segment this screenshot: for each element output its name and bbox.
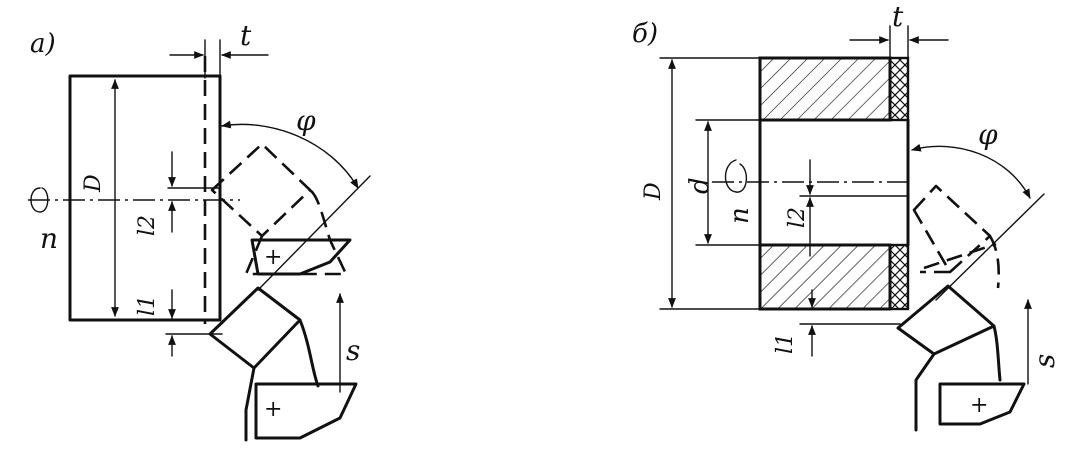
panel-b-rotation-label: n <box>725 207 755 224</box>
panel-b-approach-label: l2 <box>785 207 810 228</box>
panel-b-inner-diameter-dimension <box>695 119 761 246</box>
panel-b-removed-layer-top <box>888 56 910 122</box>
panel-a-feed-label: s <box>346 334 360 367</box>
panel-b-depth-label: t <box>892 0 904 33</box>
panel-a-diameter-label: D <box>81 174 106 193</box>
panel-b-overrun-dimension <box>799 289 901 357</box>
panel-a-cutting-edge-line <box>257 175 371 291</box>
panel-a-plus-mark-end: + <box>264 397 282 422</box>
panel-b-overrun-label: l1 <box>773 333 798 354</box>
panel-a-rotation-icon <box>30 187 49 213</box>
panel-a-angle-arc <box>221 120 359 189</box>
panel-a-overrun-label: l1 <box>135 295 160 316</box>
panel-a-overrun-dimension <box>165 289 223 357</box>
panel-a-workpiece <box>68 74 222 322</box>
panel-b-outer-diameter-label: D <box>641 182 666 201</box>
panel-a-depth-dimension <box>169 39 269 79</box>
panel-b-removed-layer-bottom <box>888 243 910 311</box>
panel-a-caption: а) <box>30 29 56 59</box>
panel-b-cutting-edge-line <box>935 193 1045 301</box>
panel-b-angle-arc <box>911 143 1031 199</box>
panel-b-tool-holder-end <box>938 382 1026 426</box>
panel-b-feed-label: s <box>1028 354 1061 368</box>
panel-a-approach-label: l2 <box>135 215 160 236</box>
panel-a-angle-label: φ <box>296 104 316 137</box>
panel-b-inner-diameter-label: d <box>685 177 715 194</box>
panel-b-plus-mark-end: + <box>970 393 988 418</box>
panel-a: а) t D n l2 l1 <box>28 19 371 442</box>
panel-b-angle-label: φ <box>978 118 998 151</box>
panel-b-tool-end-position <box>896 284 1002 432</box>
panel-b-tool-start-shank <box>923 242 997 270</box>
panel-a-tool-start-position <box>210 142 348 276</box>
panel-a-approach-dimension <box>167 151 221 233</box>
panel-b-depth-dimension <box>849 25 949 59</box>
panel-a-rotation-label: n <box>40 222 58 255</box>
panel-a-plus-mark-start: + <box>264 245 282 270</box>
panel-b-wall-bottom <box>758 243 892 311</box>
panel-b-tool-start-position <box>912 184 1001 289</box>
panel-b-caption: б) <box>632 19 658 49</box>
panel-a-depth-label: t <box>240 19 252 52</box>
panel-b-approach-dimension <box>799 159 909 257</box>
panel-b-rotation-icon <box>724 159 747 193</box>
panel-a-tool-holder-start <box>250 238 352 276</box>
panel-b: б) t D d <box>632 0 1061 432</box>
panel-b-wall-top <box>758 56 892 122</box>
panel-a-tool-end-position <box>208 286 320 442</box>
panel-b-outer-diameter-dimension <box>659 57 761 310</box>
